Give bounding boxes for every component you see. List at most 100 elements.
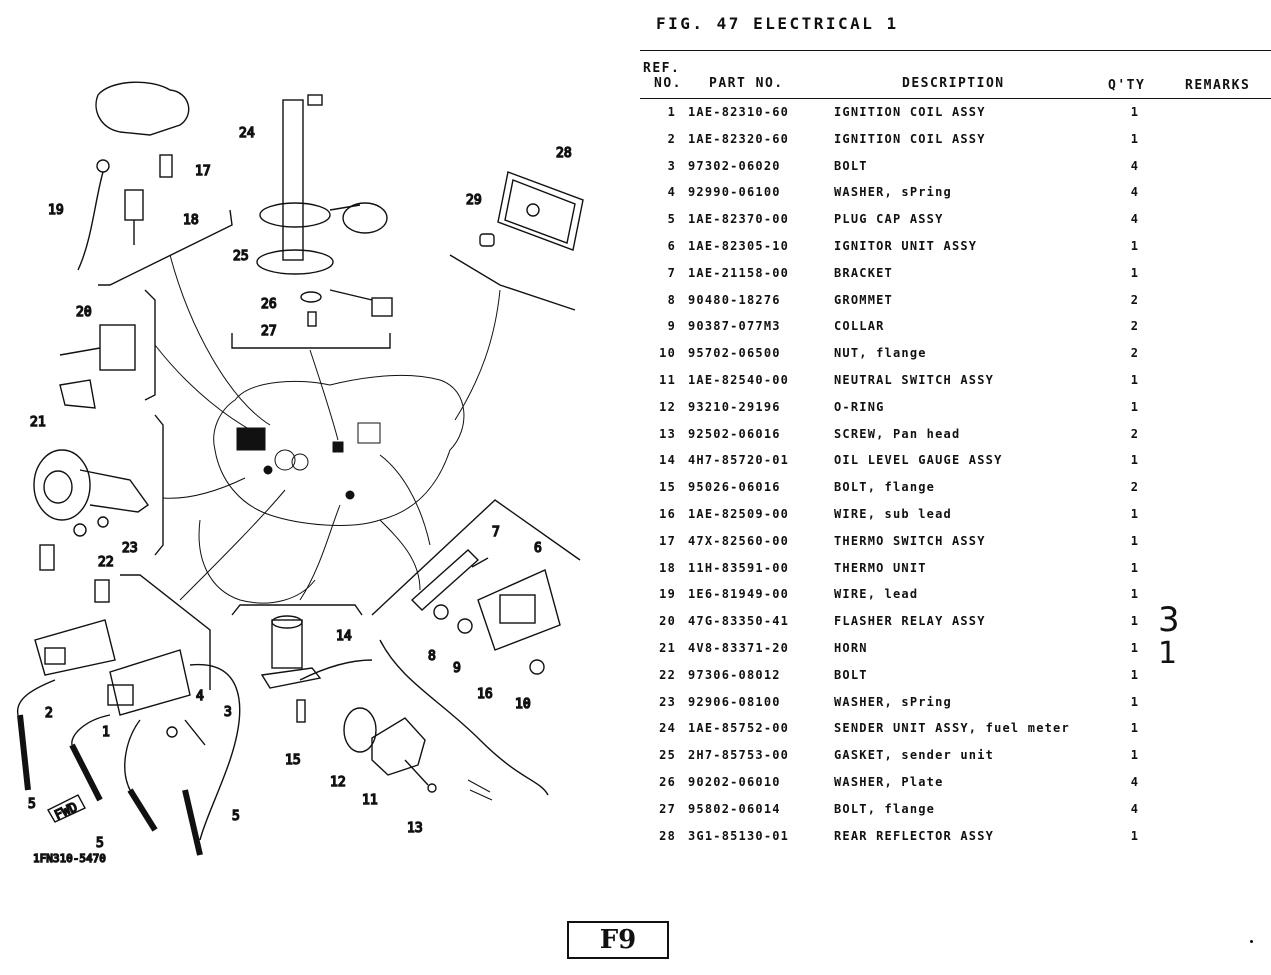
part-number: 97302-06020 <box>688 158 781 173</box>
part-ref-no: 18 <box>659 560 676 575</box>
part-quantity: 1 <box>1130 239 1140 253</box>
bracket-sender <box>231 333 391 349</box>
part-number: 95026-06016 <box>688 480 781 495</box>
part-description: THERMO UNIT <box>834 560 927 575</box>
part-description: BOLT, flange <box>834 480 936 495</box>
part-number: 1AE-82370-00 <box>688 212 790 227</box>
part-number: 47G-83350-41 <box>688 614 790 629</box>
part-number: 92906-08100 <box>688 694 781 709</box>
table-row: 6 1AE-82305-10 IGNITOR UNIT ASSY 1 <box>640 239 1271 265</box>
part-number: 92502-06016 <box>688 426 781 441</box>
part-number: 1AE-82310-60 <box>688 105 790 119</box>
callout-2: 2 <box>45 706 53 721</box>
part-number: 1AE-82509-00 <box>688 507 790 521</box>
part-ref-no: 13 <box>659 426 676 441</box>
part-number: 90202-06010 <box>688 775 781 789</box>
callout-13: 13 <box>407 821 423 836</box>
callout-5a: 5 <box>28 797 36 812</box>
part-description: GASKET, sender unit <box>834 748 995 763</box>
part-ref-no: 24 <box>659 721 676 736</box>
callout-16: 16 <box>477 687 493 702</box>
horn <box>33 449 149 537</box>
fwd-label: FWD <box>52 800 80 824</box>
oil-gauge <box>260 615 373 723</box>
part-number: 3G1-85130-01 <box>688 828 790 843</box>
part-ref-no: 2 <box>667 131 676 146</box>
callout-19: 19 <box>48 203 64 218</box>
exploded-parts-diagram: 1 2 3 4 5 5 5 6 7 8 9 10 11 12 13 14 15 … <box>17 81 584 866</box>
callout-26: 26 <box>261 297 277 312</box>
part-ref-no: 25 <box>659 748 676 763</box>
part-description: OIL LEVEL GAUGE ASSY <box>834 453 1003 468</box>
part-quantity: 1 <box>1130 667 1140 682</box>
part-quantity: 1 <box>1130 828 1140 843</box>
part-quantity: 1 <box>1130 587 1140 602</box>
callout-28: 28 <box>556 146 572 161</box>
table-row: 17 47X-82560-00 THERMO SWITCH ASSY 1 <box>640 534 1271 560</box>
part-quantity: 1 <box>1130 748 1140 763</box>
part-ref-no: 9 <box>667 319 676 334</box>
part-ref-no: 12 <box>659 399 676 414</box>
part-description: WASHER, Plate <box>834 775 944 789</box>
header-no: NO. <box>654 76 682 91</box>
part-ref-no: 5 <box>667 212 676 227</box>
part-description: REAR REFLECTOR ASSY <box>834 828 995 843</box>
part-ref-no: 28 <box>659 828 676 843</box>
part-number: 95702-06500 <box>688 346 781 361</box>
part-ref-no: 23 <box>659 694 676 709</box>
bracket-thermo <box>98 209 233 286</box>
part-ref-no: 27 <box>659 801 676 816</box>
part-ref-no: 4 <box>667 185 676 200</box>
part-description: HORN <box>834 641 868 655</box>
part-number: 4V8-83371-20 <box>688 641 790 655</box>
part-quantity: 1 <box>1130 507 1140 521</box>
callout-8: 8 <box>428 649 436 664</box>
part-description: WIRE, lead <box>834 587 919 602</box>
part-quantity: 1 <box>1130 533 1140 548</box>
callout-6: 6 <box>534 541 542 556</box>
part-ref-no: 16 <box>659 507 676 521</box>
part-description: IGNITOR UNIT ASSY <box>834 239 978 253</box>
bracket-gauge <box>231 604 363 616</box>
part-ref-no: 11 <box>659 373 676 387</box>
callout-12: 12 <box>330 775 346 790</box>
part-number: 47X-82560-00 <box>688 533 790 548</box>
callout-18: 18 <box>183 213 199 228</box>
callout-7: 7 <box>492 525 500 540</box>
callout-3: 3 <box>224 705 232 720</box>
bracket-relay <box>144 289 156 401</box>
part-ref-no: 6 <box>667 239 676 253</box>
callout-11: 11 <box>362 793 378 808</box>
part-number: 2H7-85753-00 <box>688 748 790 763</box>
part-quantity: 1 <box>1130 265 1140 280</box>
header-remarks: REMARKS <box>1185 78 1251 93</box>
part-quantity: 1 <box>1130 131 1140 146</box>
part-number: 1AE-82305-10 <box>688 239 790 253</box>
part-description: THERMO SWITCH ASSY <box>834 533 986 548</box>
figure-title: FIG. 47 ELECTRICAL 1 <box>656 14 899 33</box>
part-quantity: 2 <box>1130 319 1140 334</box>
part-ref-no: 17 <box>659 533 676 548</box>
callout-4: 4 <box>196 689 204 704</box>
part-description: SENDER UNIT ASSY, fuel meter <box>834 721 1070 736</box>
callout-21: 21 <box>30 415 46 430</box>
part-ref-no: 22 <box>659 667 676 682</box>
part-number: 93210-29196 <box>688 399 781 414</box>
header-top-rule <box>640 50 1271 51</box>
callout-22: 22 <box>98 555 114 570</box>
neutral-switch <box>343 707 437 793</box>
part-quantity: 4 <box>1130 158 1140 173</box>
part-quantity: 1 <box>1130 560 1140 575</box>
handwritten-note-top: 3 <box>1158 600 1180 640</box>
ignitor-unit <box>410 549 561 675</box>
